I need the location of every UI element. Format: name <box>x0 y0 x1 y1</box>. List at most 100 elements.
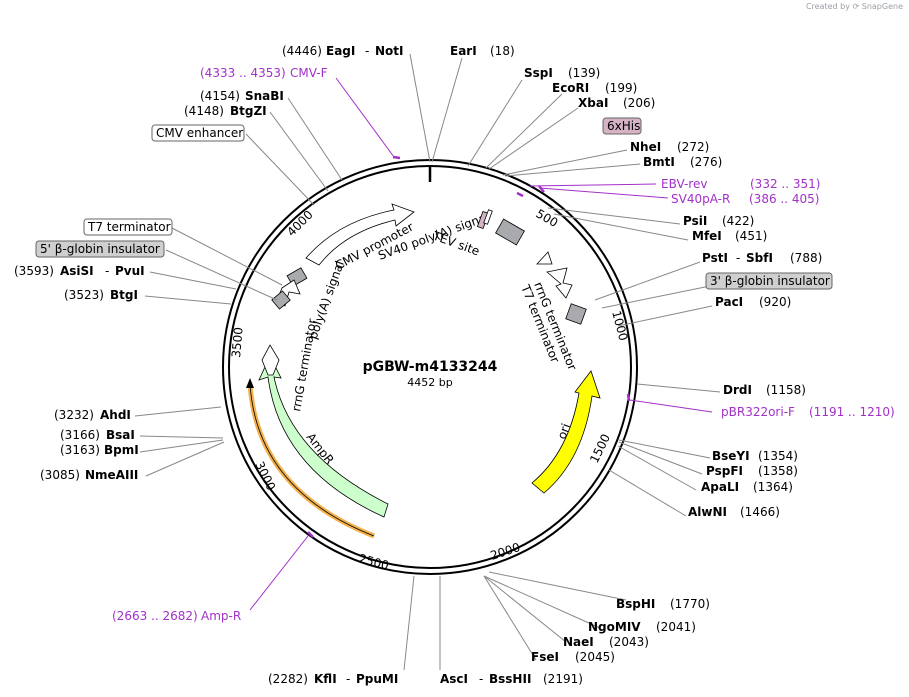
site-name: AhdI <box>100 408 131 422</box>
site-name: MfeI <box>692 229 722 243</box>
site-name: DrdI <box>723 383 752 397</box>
site-name: BtgI <box>110 288 138 302</box>
beta-globin-5-box <box>35 240 165 258</box>
site-pos: (3232) <box>54 408 94 422</box>
cmv-promoter-arrow <box>305 203 415 266</box>
site-name: BpmI <box>104 443 139 457</box>
ori-arrow <box>531 370 601 494</box>
site-pos: (272) <box>677 140 709 154</box>
site-pos: (206) <box>623 96 655 110</box>
his-tag-label: 6xHis <box>607 119 640 133</box>
ampr-arrow <box>258 355 389 518</box>
site-name: PpuMI <box>356 672 398 686</box>
site-name: NotI <box>375 44 404 58</box>
site-labels: (4446) EagI - NotI EarI (18) SspI (139) … <box>14 44 822 686</box>
rrng-terminator-arrow-left <box>261 344 280 376</box>
features: ori AmpR CMV promoter TEV site SV40 poly… <box>246 203 601 539</box>
beta-globin-3-block <box>495 218 525 246</box>
primer-range: (386 .. 405) <box>749 192 819 206</box>
site-pos: (1364) <box>753 480 793 494</box>
primer-marks <box>307 155 631 538</box>
t7-terminator-box <box>83 218 173 236</box>
primer-name: EBV-rev <box>661 177 707 191</box>
site-joiner: - <box>479 672 483 686</box>
site-pos: (3163) <box>60 443 100 457</box>
site-pos: (1466) <box>740 505 780 519</box>
tick-label: 1500 <box>587 432 613 466</box>
site-name: AscI <box>440 672 468 686</box>
site-name: NgoMIV <box>588 620 641 634</box>
site-pos: (2282) <box>268 672 308 686</box>
his-tag-box-label <box>602 117 642 135</box>
primer-lines <box>249 77 713 611</box>
site-pos: (3166) <box>60 428 100 442</box>
site-joiner: - <box>105 264 109 278</box>
site-name: KflI <box>314 672 337 686</box>
site-pos: (4154) <box>200 89 240 103</box>
beta-globin-3-label: 3' β-globin insulator <box>710 274 830 288</box>
site-pos: (1358) <box>758 464 798 478</box>
snapgene-logo-icon: ⟳ <box>852 2 860 11</box>
primer-range: (332 .. 351) <box>750 177 820 191</box>
site-name: XbaI <box>578 96 608 110</box>
rrng-terminator-arrow-right <box>546 267 573 299</box>
site-pos: (1770) <box>670 597 710 611</box>
site-joiner: - <box>736 251 740 265</box>
tev-site-box <box>483 209 493 225</box>
site-name: NheI <box>630 140 661 154</box>
rrng-terminator-label-left: rrnG terminator <box>289 318 319 413</box>
site-pos: (199) <box>605 81 637 95</box>
snapgene-credit: Created by ⟳ SnapGene <box>806 2 903 11</box>
ori-label: ori <box>555 422 573 441</box>
amp-r-primer-line <box>249 383 375 537</box>
site-pos: (139) <box>568 66 600 80</box>
site-name: NaeI <box>563 635 594 649</box>
credit-text: Created by <box>805 2 850 11</box>
tick-label: 3500 <box>229 327 246 359</box>
site-pos: (3593) <box>14 264 54 278</box>
site-name: SnaBI <box>245 89 284 103</box>
site-joiner: - <box>365 44 369 58</box>
site-pos: (2045) <box>575 650 615 664</box>
site-name: FseI <box>531 650 559 664</box>
site-name: BtgZI <box>230 104 267 118</box>
site-name: PacI <box>715 295 743 309</box>
primer-range: (1191 .. 1210) <box>809 405 895 419</box>
primer-name: SV40pA-R <box>671 192 730 206</box>
site-pos: (4446) <box>282 44 322 58</box>
site-joiner: - <box>346 672 350 686</box>
site-name: SspI <box>524 66 553 80</box>
primer-range: (2663 .. 2682) <box>112 609 198 623</box>
site-pos: (788) <box>790 251 822 265</box>
site-pos: (3523) <box>64 288 104 302</box>
site-name: BssHII <box>489 672 531 686</box>
t7-terminator-arrow-right <box>536 251 553 265</box>
site-name: PsiI <box>683 214 707 228</box>
plasmid-name: pGBW-m4133244 <box>363 359 498 375</box>
t7-terminator-label: T7 terminator <box>87 220 171 234</box>
beta-globin-5-label: 5' β-globin insulator <box>40 242 160 256</box>
boxed-labels: CMV enhancer T7 terminator 5' β-globin i… <box>35 117 833 290</box>
site-name: EarI <box>450 44 477 58</box>
site-name: BseYI <box>712 449 750 463</box>
site-pos: (2043) <box>609 635 649 649</box>
primer-range: (4333 .. 4353) <box>200 66 286 80</box>
site-pos: (2041) <box>656 620 696 634</box>
site-pos: (1354) <box>758 449 798 463</box>
primer-name: pBR322ori-F <box>721 405 795 419</box>
site-pos: (276) <box>690 155 722 169</box>
amp-r-primer-head <box>246 378 254 388</box>
site-name: BsaI <box>106 428 135 442</box>
site-name: SbfI <box>746 251 773 265</box>
site-name: ApaLI <box>701 480 739 494</box>
cmv-enhancer-box <box>151 124 245 142</box>
beta-globin-3-box <box>705 272 833 290</box>
site-pos: (4148) <box>184 104 224 118</box>
site-name: BmtI <box>643 155 675 169</box>
credit-brand: SnapGene <box>861 2 903 11</box>
site-pos: (422) <box>722 214 754 228</box>
tick-label: 2500 <box>357 551 390 572</box>
primer-labels: (4333 .. 4353) CMV-F EBV-rev (332 .. 351… <box>112 66 895 623</box>
tick-label: 4000 <box>284 208 315 239</box>
